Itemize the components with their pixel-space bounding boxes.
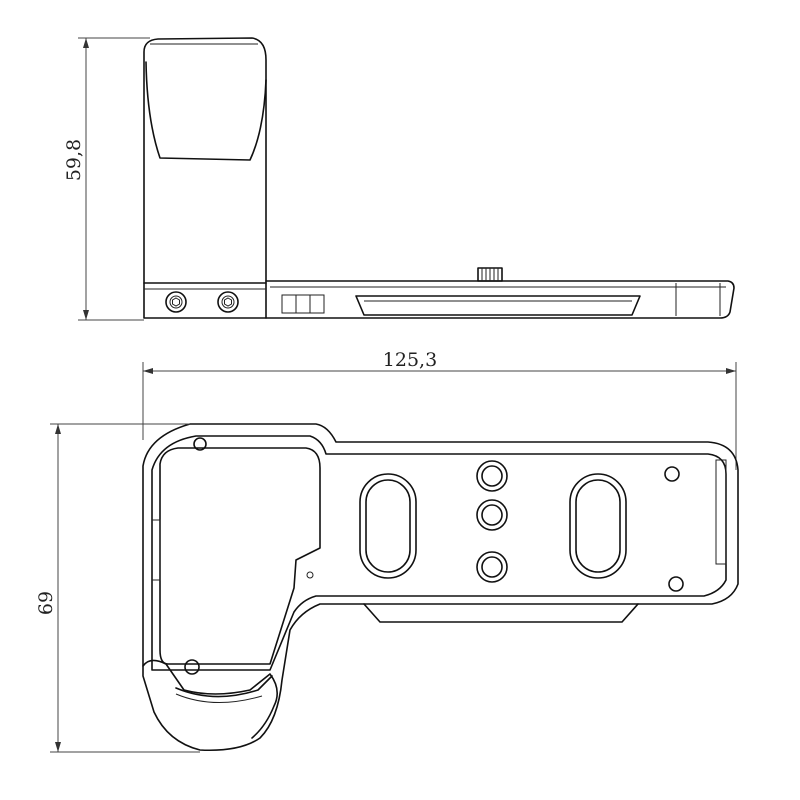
top-outer-outline: [142, 423, 739, 752]
top-grip-front: [142, 659, 278, 739]
dimension-height-side: 59,8: [63, 37, 150, 321]
slot-hole-left: [359, 473, 417, 579]
top-inner-outline: [151, 435, 727, 671]
top-rail: [363, 603, 639, 623]
dimension-height-label: 59,8: [63, 139, 85, 181]
side-slot-block: [281, 294, 325, 314]
screw-icon: [217, 291, 239, 313]
side-grip-contour: [145, 61, 267, 161]
top-view: [142, 423, 739, 752]
top-side-tab: [152, 519, 161, 581]
mount-hole-icon: [476, 499, 508, 531]
mount-hole-icon: [476, 460, 508, 492]
small-hole-icon: [193, 437, 207, 451]
dimension-depth-top: 69: [35, 423, 200, 753]
top-end-slot: [715, 459, 727, 565]
small-hole-icon: [664, 466, 680, 482]
side-baseplate-outline: [265, 280, 735, 319]
tripod-screw-icon: [477, 267, 503, 282]
dimension-depth-label: 69: [35, 591, 57, 615]
top-grip-pocket: [159, 447, 321, 665]
slot-hole-right: [569, 473, 627, 579]
tripod-hole-icon: [476, 551, 508, 583]
dimension-width-label: 125,3: [383, 349, 437, 371]
side-rail: [355, 295, 641, 316]
dimension-width-total: 125,3: [142, 349, 737, 470]
small-hole-icon: [668, 576, 684, 592]
screw-icon: [165, 291, 187, 313]
side-grip-outline: [143, 37, 267, 319]
pin-hole-icon: [306, 571, 314, 579]
top-grip-front-inner: [175, 675, 273, 698]
small-hole-icon: [184, 659, 200, 675]
side-view: [143, 37, 735, 319]
